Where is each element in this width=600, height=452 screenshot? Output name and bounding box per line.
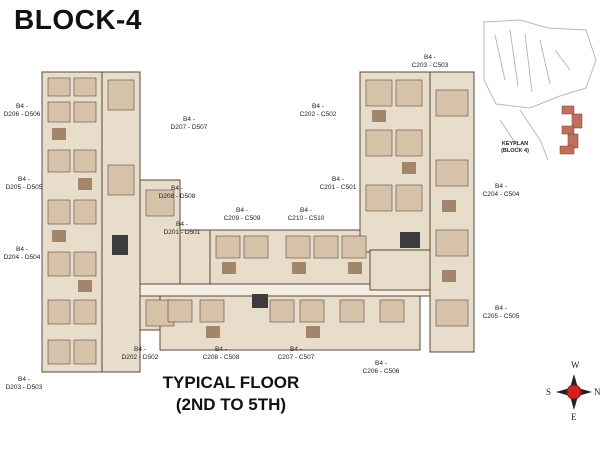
compass-west: W [571, 360, 580, 370]
block-title: BLOCK-4 [14, 4, 142, 35]
unit-label-c201: B4 -C201 - C501 [319, 176, 357, 191]
unit-label-c205: B4 -C205 - C505 [482, 305, 520, 320]
compass-east: E [571, 412, 577, 422]
keyplan-highlight [559, 105, 583, 155]
unit-label-c210: B4 -C210 - C510 [287, 207, 325, 222]
keyplan-caption: KEYPLAN(BLOCK 4) [501, 141, 529, 154]
unit-label-c206: B4 -C206 - C506 [362, 360, 400, 375]
stair-cores [112, 232, 420, 308]
wood-accents [52, 110, 456, 338]
keyplan-map [483, 19, 597, 161]
unit-label-d206: B4 -D206 - D506 [3, 103, 41, 118]
unit-label-d208: B4 -D208 - D508 [158, 185, 196, 200]
unit-label-d203: B4 -D203 - D503 [5, 376, 43, 391]
compass-south: S [546, 387, 552, 397]
unit-label-d204: B4 -D204 - D504 [3, 246, 41, 261]
unit-label-c202: B4 -C202 - C502 [299, 103, 337, 118]
room-tiles [47, 77, 469, 365]
compass-rose [556, 374, 592, 410]
unit-label-c207: B4 -C207 - C507 [277, 346, 315, 361]
unit-label-d202: B4 -D202 - D502 [121, 346, 159, 361]
unit-label-d205: B4 -D205 - D505 [5, 176, 43, 191]
unit-label-d207: B4 -D207 - D507 [170, 116, 208, 131]
unit-label-c204: B4 -C204 - C504 [482, 183, 520, 198]
compass-north: N [594, 387, 600, 397]
unit-label-c203: B4 -C203 - C503 [411, 54, 449, 69]
floor-title: TYPICAL FLOOR(2ND TO 5TH) [162, 373, 300, 414]
unit-label-d201: B4 -D201 - D501 [163, 221, 201, 236]
unit-label-c209: B4 -C209 - C509 [223, 207, 261, 222]
unit-label-c208: B4 -C208 - C508 [202, 346, 240, 361]
